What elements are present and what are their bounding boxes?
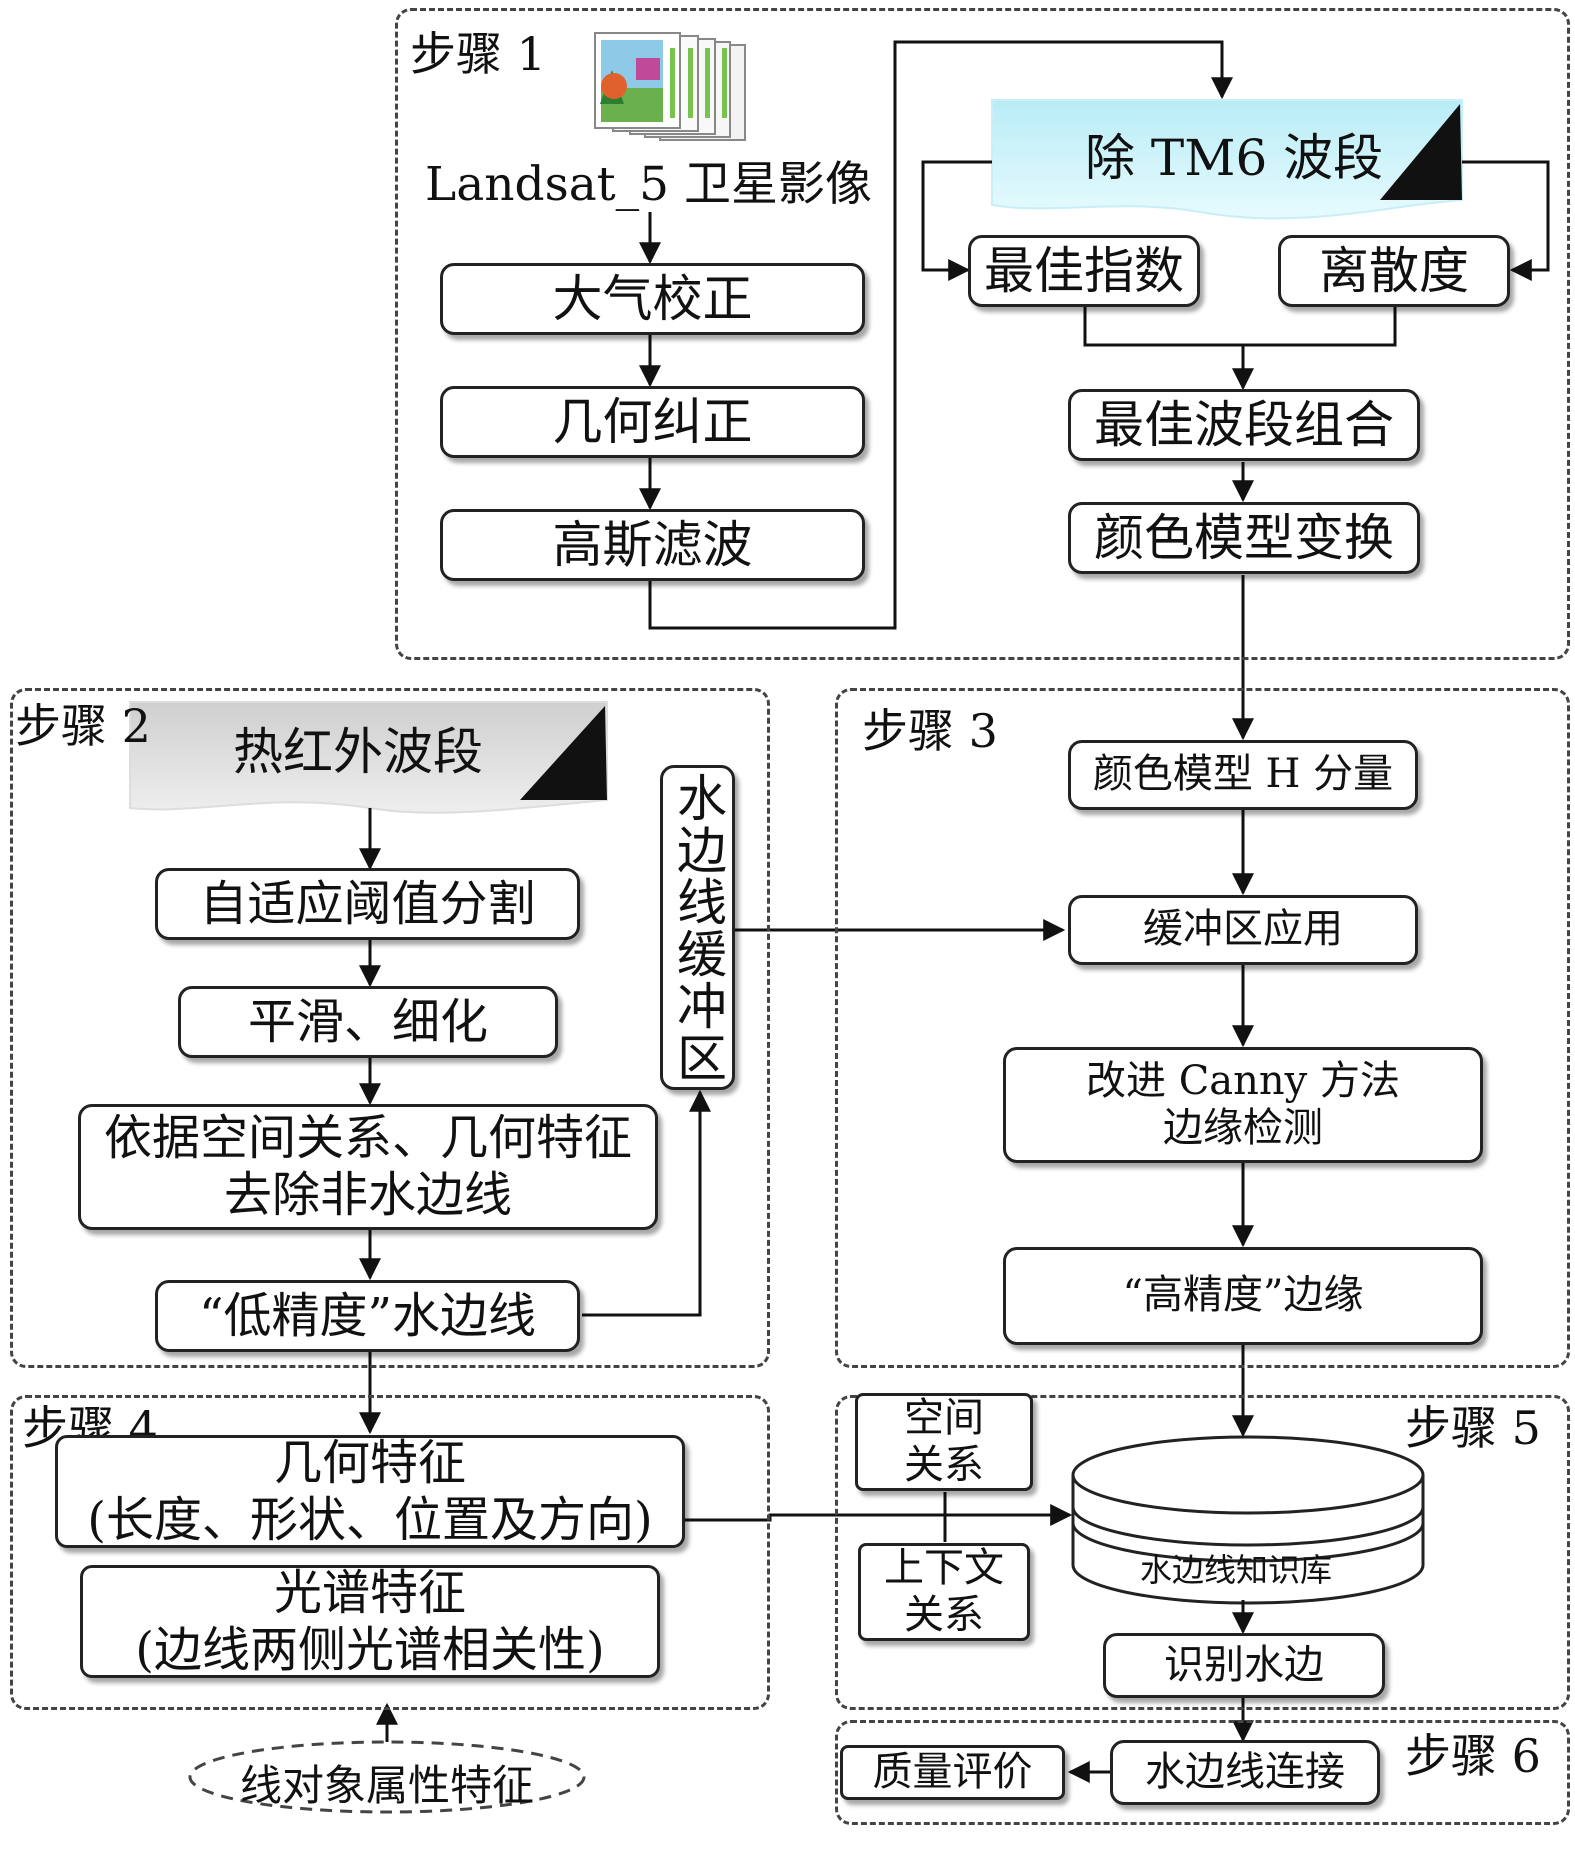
line-attr-label: 线对象属性特征 [240, 1761, 535, 1810]
line-attr-ellipse [188, 1740, 586, 1814]
step6-label: 步骤 6 [1405, 1729, 1541, 1783]
satellite-image-stack-icon [594, 32, 746, 141]
knowledge-base-cylinder [1071, 1435, 1425, 1605]
geo-line1: 几何特征 [273, 1434, 466, 1491]
canny-edge-detection-box: 改进 Canny 方法 边缘检测 [1003, 1047, 1483, 1163]
spectral-features-box: 光谱特征 (边线两侧光谱相关性) [80, 1565, 660, 1678]
context-line2: 关系 [904, 1592, 984, 1638]
spatial-relation-box: 空间 关系 [855, 1393, 1033, 1491]
step3-label: 步骤 3 [862, 704, 998, 758]
adaptive-threshold-box: 自适应阈值分割 [155, 868, 580, 940]
spec-line1: 光谱特征 [273, 1564, 466, 1621]
tm6-banner-shape [991, 99, 1463, 220]
step6-group [835, 1720, 1570, 1825]
remove-tm6-label: 除 TM6 波段 [1085, 129, 1384, 187]
step4-group [10, 1395, 770, 1710]
context-line1: 上下文 [884, 1544, 1004, 1591]
step2-group [10, 688, 770, 1368]
atmospheric-correction-box: 大气校正 [440, 263, 865, 335]
color-model-transform-box: 颜色模型变换 [1068, 502, 1420, 574]
thermal-band-label: 热红外波段 [233, 723, 483, 781]
geometric-correction-box: 几何纠正 [440, 386, 865, 458]
gaussian-filter-box: 高斯滤波 [440, 509, 865, 581]
smooth-thin-box: 平滑、细化 [178, 986, 558, 1058]
best-index-box: 最佳指数 [968, 235, 1200, 307]
h-component-box: 颜色模型 H 分量 [1068, 740, 1418, 810]
step1-label: 步骤 1 [410, 27, 546, 81]
spec-line2: (边线两侧光谱相关性) [135, 1621, 605, 1678]
remove-line2: 去除非水边线 [223, 1167, 512, 1223]
step5-label: 步骤 5 [1405, 1401, 1541, 1455]
spatial-line2: 关系 [904, 1442, 984, 1488]
thermal-banner-shape [129, 701, 608, 814]
step1-group [395, 8, 1570, 660]
geometric-features-box: 几何特征 (长度、形状、位置及方向) [55, 1435, 685, 1548]
identify-water-edge-box: 识别水边 [1103, 1633, 1385, 1698]
step3-group [835, 688, 1570, 1368]
best-band-combo-box: 最佳波段组合 [1068, 389, 1420, 461]
quality-evaluation-box: 质量评价 [840, 1745, 1065, 1800]
high-precision-edge-box: “高精度”边缘 [1003, 1247, 1483, 1345]
canny-line2: 边缘检测 [1163, 1105, 1323, 1151]
water-edge-connect-box: 水边线连接 [1110, 1740, 1380, 1805]
step2-label: 步骤 2 [15, 699, 151, 753]
low-precision-edge-box: “低精度”水边线 [155, 1280, 580, 1352]
geo-line2: (长度、形状、位置及方向) [87, 1491, 653, 1548]
knowledge-base-label: 水边线知识库 [1140, 1551, 1333, 1589]
remove-line1: 依据空间关系、几何特征 [103, 1110, 632, 1167]
canny-line1: 改进 Canny 方法 [1085, 1057, 1400, 1104]
satellite-caption: Landsat_5 卫星影像 [425, 157, 872, 212]
context-relation-box: 上下文 关系 [858, 1543, 1030, 1641]
remove-non-water-edge-box: 依据空间关系、几何特征 去除非水边线 [78, 1104, 658, 1230]
buffer-application-box: 缓冲区应用 [1068, 895, 1418, 965]
water-edge-buffer-box: 水边线缓冲区 [660, 765, 735, 1090]
step5-group [835, 1395, 1570, 1710]
spatial-line1: 空间 [904, 1394, 984, 1441]
dispersion-box: 离散度 [1278, 235, 1510, 307]
